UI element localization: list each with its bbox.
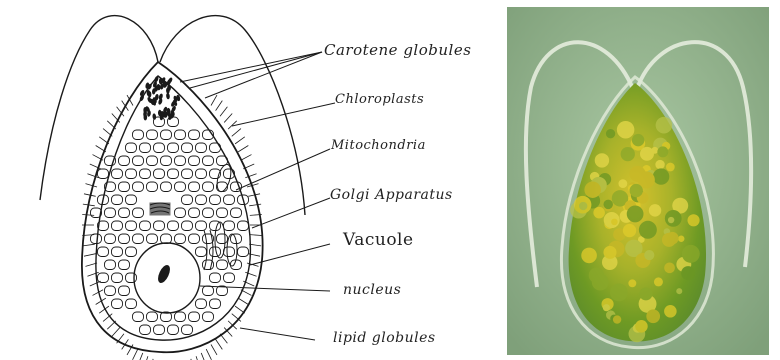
micrograph-photo bbox=[507, 7, 769, 355]
label-vacuole: Vacuole bbox=[343, 230, 414, 250]
right-flagellum bbox=[160, 16, 305, 215]
label-chloroplasts: Chloroplasts bbox=[335, 92, 424, 107]
label-mitochondria: Mitochondria bbox=[331, 138, 426, 153]
cell-wall-hatching bbox=[82, 95, 262, 360]
carotene-globules bbox=[139, 76, 181, 121]
nucleus bbox=[134, 243, 200, 313]
label-pointers bbox=[180, 52, 335, 340]
label-golgi-apparatus: Golgi Apparatus bbox=[330, 187, 453, 203]
label-carotene-globules: Carotene globules bbox=[324, 41, 471, 59]
label-nucleus: nucleus bbox=[343, 282, 401, 298]
left-flagellum bbox=[40, 16, 158, 200]
label-lipid-globules: lipid globules bbox=[333, 330, 436, 346]
chloroplasts bbox=[91, 117, 249, 335]
golgi-apparatus bbox=[150, 203, 170, 215]
